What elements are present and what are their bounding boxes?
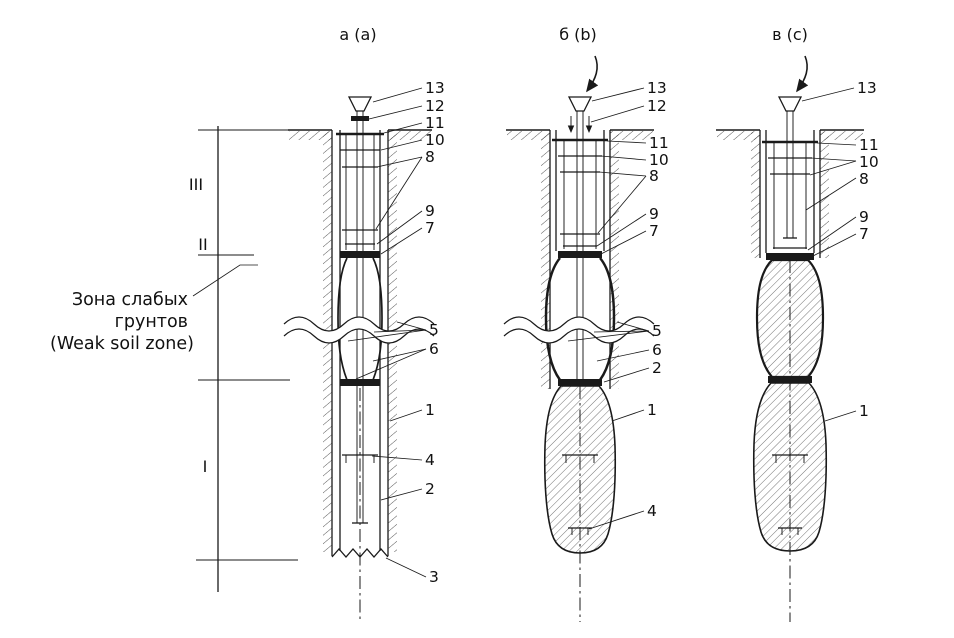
label-a-1: 1 bbox=[425, 401, 435, 419]
diagram-c: в (c) bbox=[716, 25, 879, 622]
label-b-4: 4 bbox=[647, 502, 657, 520]
label-c-7: 7 bbox=[859, 225, 869, 243]
leader-lines-b bbox=[567, 87, 650, 530]
funnel-b bbox=[567, 96, 593, 112]
zone-label-ii: II bbox=[198, 235, 207, 254]
label-a-10: 10 bbox=[425, 131, 445, 149]
label-a-2: 2 bbox=[425, 480, 435, 498]
casing-pipe-c bbox=[765, 130, 815, 253]
zone-axis: III II I Зона слабых грунтов (Weak soil … bbox=[50, 126, 298, 592]
zone-label-i: I bbox=[203, 457, 208, 476]
label-a-9: 9 bbox=[425, 202, 435, 220]
frame-bars-c bbox=[762, 140, 818, 249]
weak-zone-label-ru-1: Зона слабых bbox=[72, 290, 188, 310]
bulb-spacers-c bbox=[772, 454, 808, 535]
bulb-spacers-b bbox=[562, 454, 598, 535]
label-c-8: 8 bbox=[859, 170, 869, 188]
frame-bars-a bbox=[336, 132, 384, 250]
upper-collar-b bbox=[558, 251, 602, 258]
label-c-10: 10 bbox=[859, 153, 879, 171]
upper-collar-c bbox=[766, 253, 814, 260]
label-b-1: 1 bbox=[647, 401, 657, 419]
borehole-walls-b bbox=[541, 130, 619, 389]
label-b-8: 8 bbox=[649, 167, 659, 185]
label-b-2: 2 bbox=[652, 359, 662, 377]
diagram-b: б (b) bbox=[503, 25, 669, 622]
grout-pour-arrow-b bbox=[586, 55, 599, 93]
part-labels-c: 13 11 10 8 9 7 1 bbox=[857, 79, 879, 420]
leader-lines-a bbox=[347, 87, 427, 578]
inflated-bag-b bbox=[544, 257, 616, 381]
weak-zone-label-ru-2: грунтов bbox=[115, 312, 188, 332]
lower-collar-b bbox=[558, 379, 602, 386]
label-b-9: 9 bbox=[649, 205, 659, 223]
press-arrows-b bbox=[567, 116, 593, 133]
label-b-6: 6 bbox=[652, 341, 662, 359]
borehole-walls-c bbox=[751, 130, 829, 258]
part-labels-b: 13 12 11 10 8 9 7 5 6 2 1 4 bbox=[647, 79, 669, 520]
label-a-4: 4 bbox=[425, 451, 435, 469]
wave-break-b bbox=[503, 316, 655, 344]
weak-zone-leader bbox=[192, 264, 258, 297]
label-b-10: 10 bbox=[649, 151, 669, 169]
funnel-c bbox=[777, 96, 803, 112]
label-a-7: 7 bbox=[425, 219, 435, 237]
grout-pour-arrow-c bbox=[796, 55, 809, 93]
upper-collar-a bbox=[340, 251, 380, 258]
label-c-13: 13 bbox=[857, 79, 877, 97]
label-c-11: 11 bbox=[859, 136, 879, 154]
label-a-12: 12 bbox=[425, 97, 445, 115]
zone-label-iii: III bbox=[189, 175, 203, 194]
diagram-c-title: в (c) bbox=[772, 25, 808, 44]
lower-collar-c bbox=[768, 376, 812, 383]
label-a-8: 8 bbox=[425, 148, 435, 166]
label-a-3: 3 bbox=[429, 568, 439, 586]
diagram-a: а (a) bbox=[283, 25, 445, 622]
label-b-11: 11 bbox=[649, 134, 669, 152]
label-b-5: 5 bbox=[652, 322, 662, 340]
funnel-a bbox=[347, 96, 373, 112]
label-a-6: 6 bbox=[429, 340, 439, 358]
label-a-13: 13 bbox=[425, 79, 445, 97]
label-a-11: 11 bbox=[425, 114, 445, 132]
label-b-12: 12 bbox=[647, 97, 667, 115]
diagram-b-title: б (b) bbox=[559, 25, 597, 44]
pipe-clamp-a bbox=[351, 116, 369, 121]
wave-break-a bbox=[283, 316, 435, 344]
diagram-a-title: а (a) bbox=[339, 25, 376, 44]
label-c-9: 9 bbox=[859, 208, 869, 226]
frame-bars-b bbox=[552, 138, 608, 249]
label-b-13: 13 bbox=[647, 79, 667, 97]
leader-lines-c bbox=[801, 87, 857, 422]
label-b-7: 7 bbox=[649, 222, 659, 240]
casing-pipe-b bbox=[555, 130, 605, 251]
weak-zone-label-en: (Weak soil zone) bbox=[50, 334, 194, 354]
injection-pipe-b bbox=[576, 111, 584, 379]
ground-surface-b bbox=[506, 129, 654, 140]
label-a-5: 5 bbox=[429, 321, 439, 339]
part-labels-a: 13 12 11 10 8 9 7 5 6 1 4 2 3 bbox=[425, 79, 445, 586]
lower-collar-a bbox=[340, 379, 380, 386]
label-c-1: 1 bbox=[859, 402, 869, 420]
elastic-bag-a bbox=[337, 257, 383, 381]
borehole-bottom-a bbox=[331, 548, 389, 558]
ground-surface-c bbox=[716, 129, 864, 140]
